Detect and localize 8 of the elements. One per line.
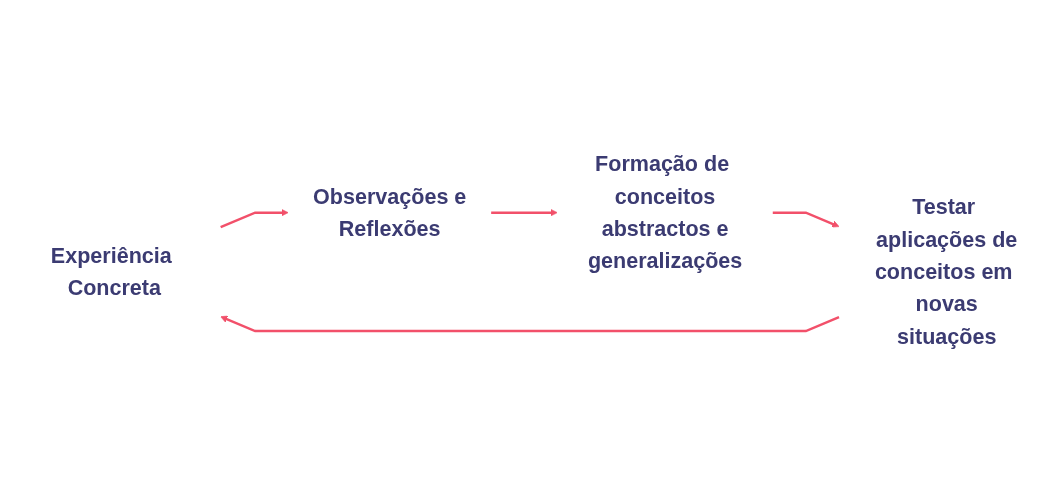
arrow (491, 209, 558, 217)
arrow (220, 209, 289, 229)
arrow (772, 211, 840, 228)
node-text: Observações e Reflexões (313, 183, 467, 241)
node-text: Testar aplicações de conceitos em novas situações (874, 194, 1018, 349)
node-text: Experiência Concreta (50, 243, 172, 301)
arrow (220, 315, 840, 333)
node-text: Formação de conceitos abstractos e generalizações (587, 151, 743, 274)
